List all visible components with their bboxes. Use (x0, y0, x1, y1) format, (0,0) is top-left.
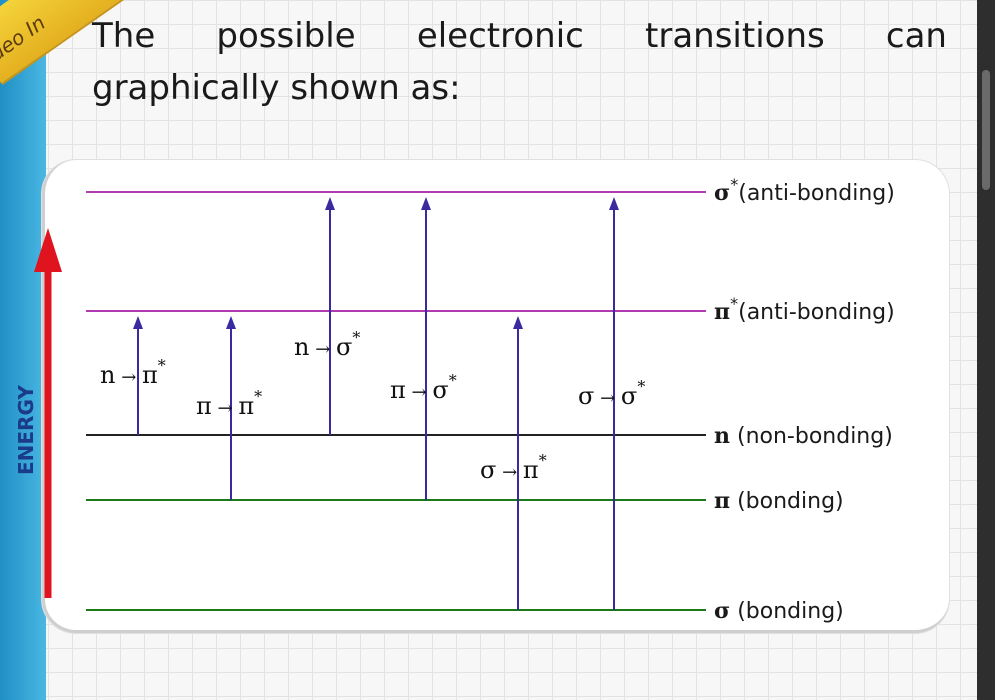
heading-word: possible (216, 16, 356, 56)
transition-label-4: π → σ* (390, 371, 457, 404)
scrollbar-thumb[interactable] (982, 70, 990, 190)
scrollbar[interactable] (977, 0, 995, 700)
transition-label-6: σ → σ* (578, 377, 645, 410)
transition-label-2: π → π* (196, 387, 262, 420)
diagram-card (42, 160, 949, 633)
transition-arrowhead-3 (325, 197, 335, 210)
heading-word: can (885, 16, 947, 56)
heading-word: The (92, 16, 156, 56)
level-label-pi-star: π*(anti-bonding) (714, 294, 895, 325)
heading-word: electronic (416, 16, 584, 56)
transition-arrowhead-5 (513, 316, 523, 329)
transition-arrowhead-2 (226, 316, 236, 329)
energy-axis-label: ENERGY (14, 385, 38, 475)
energy-axis-arrowhead (34, 228, 62, 272)
transition-arrowhead-1 (133, 316, 143, 329)
transition-label-3: n → σ* (294, 328, 360, 361)
heading-word: transitions (645, 16, 825, 56)
slide-heading: The possible electronic transitions can … (92, 10, 947, 114)
level-label-n: n (non-bonding) (714, 423, 893, 449)
transition-arrowhead-6 (609, 197, 619, 210)
level-label-sigma: σ (bonding) (714, 598, 844, 624)
transition-arrowhead-4 (421, 197, 431, 210)
level-label-sigma-star: σ*(anti-bonding) (714, 175, 895, 206)
transition-label-5: σ → π* (480, 451, 547, 484)
transition-label-1: n → π* (100, 356, 166, 389)
heading-line-2: graphically shown as: (92, 68, 461, 108)
level-label-pi: π (bonding) (714, 488, 844, 514)
heading-line-1: The possible electronic transitions can (92, 10, 947, 62)
left-accent-bar (0, 0, 46, 700)
